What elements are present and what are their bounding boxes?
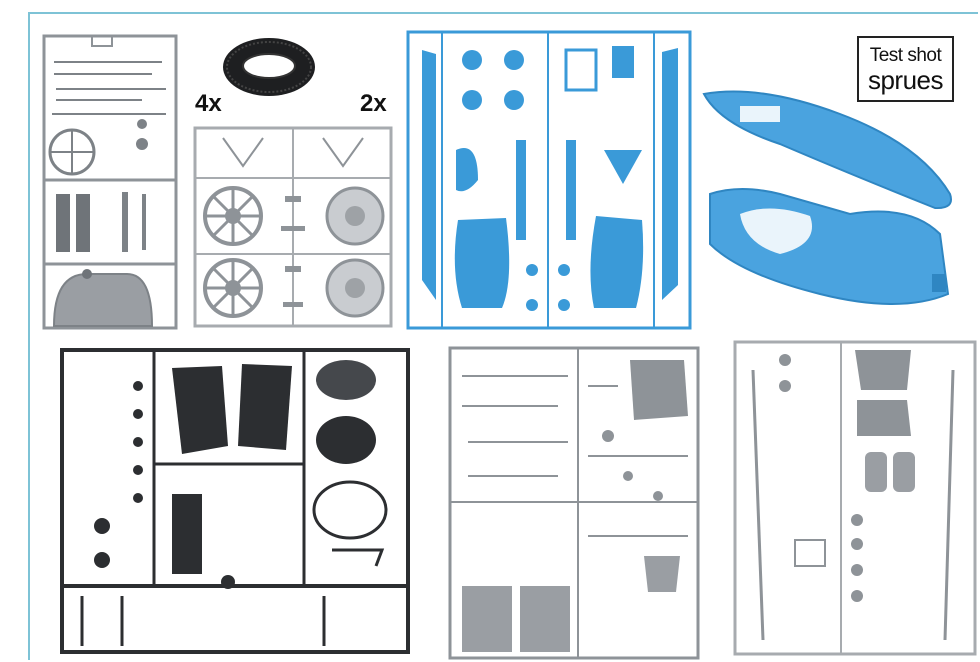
label-line-2: sprues xyxy=(867,64,944,95)
test-shot-label: Test shot sprues xyxy=(857,36,954,102)
grey-sprue-top-left xyxy=(42,34,178,330)
tire-quantity: 4x xyxy=(195,90,222,117)
label-line-1: Test shot xyxy=(869,44,942,66)
grey-sprue-bottom-middle xyxy=(448,346,700,660)
wheels-quantity: 2x xyxy=(360,90,387,117)
blue-body-parts xyxy=(700,84,958,322)
photo-frame xyxy=(28,12,978,660)
grey-sprue-bottom-right xyxy=(733,340,977,656)
wheels-sprue xyxy=(193,126,393,328)
blue-sprue xyxy=(406,30,692,330)
black-sprue xyxy=(42,346,414,658)
tire-part xyxy=(221,36,317,98)
